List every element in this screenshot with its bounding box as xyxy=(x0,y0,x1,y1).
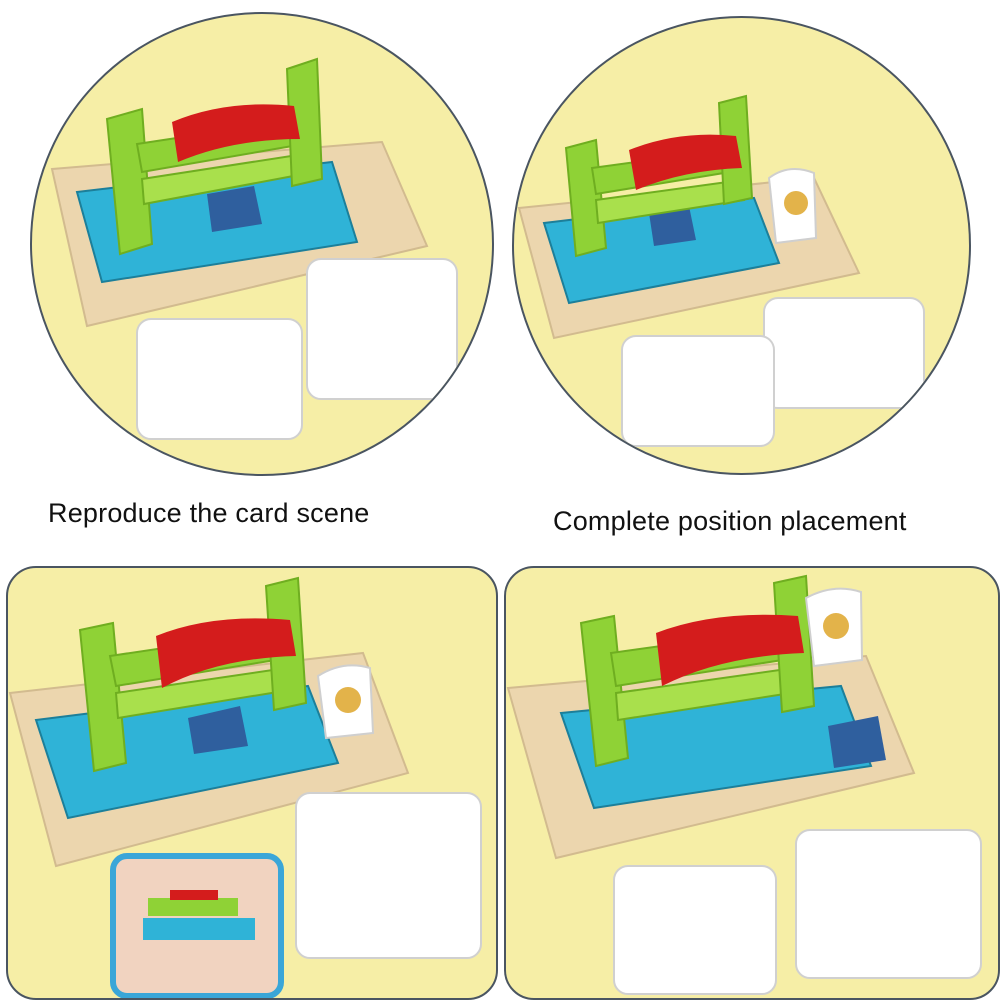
scene-card-blanket xyxy=(170,890,218,900)
cat-face-icon xyxy=(335,687,361,713)
caption-reproduce-card-scene: Reproduce the card scene xyxy=(48,498,370,528)
red-blanket xyxy=(156,618,296,688)
pillow xyxy=(649,206,696,246)
scene-panel-top-right xyxy=(512,16,971,475)
toy-scene xyxy=(517,94,925,447)
cat-face-icon xyxy=(784,191,808,215)
toy-scene xyxy=(50,57,458,440)
red-blanket xyxy=(629,134,742,190)
scene-panel-top-left xyxy=(30,12,494,476)
single-card xyxy=(621,335,775,447)
scene-panel-bottom-left xyxy=(6,566,498,1000)
toy-scene xyxy=(506,574,982,995)
scene-panel-bottom-right xyxy=(504,566,1000,1000)
pillow xyxy=(828,716,886,768)
pillow xyxy=(207,186,262,232)
bed-right-frame xyxy=(285,57,324,188)
card-deck xyxy=(795,829,982,979)
card-deck xyxy=(295,792,482,959)
card-deck xyxy=(306,258,458,400)
single-card xyxy=(613,865,777,995)
caption-complete-position-placement: Complete position placement xyxy=(553,506,907,536)
single-card xyxy=(136,318,303,440)
toy-scene xyxy=(8,576,482,998)
card-deck xyxy=(763,297,925,409)
scene-card-bed xyxy=(148,898,238,916)
red-blanket xyxy=(656,614,804,686)
pillow xyxy=(188,706,248,754)
cat-face-icon xyxy=(823,613,849,639)
scene-card-rug xyxy=(143,918,255,940)
red-blanket xyxy=(172,104,300,162)
